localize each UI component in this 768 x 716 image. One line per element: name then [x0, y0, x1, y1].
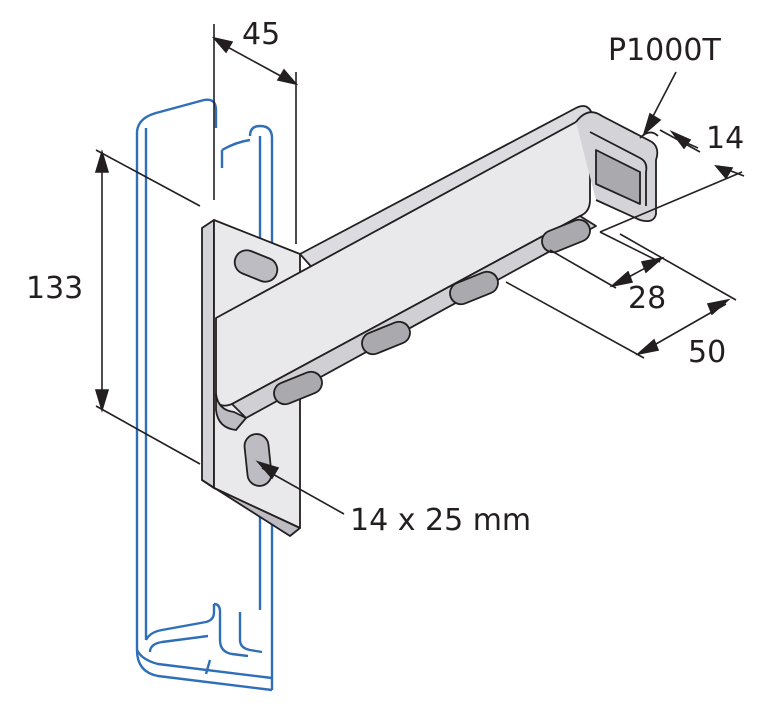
label-flange-lip: 14 [706, 121, 744, 156]
slot-1 [273, 370, 323, 406]
label-height: 133 [26, 271, 83, 306]
slot-3 [449, 270, 499, 306]
dimension-lines [94, 24, 745, 515]
label-channel-width: 45 [242, 17, 280, 52]
label-product-code: P1000T [608, 33, 721, 68]
plate-holes [233, 249, 279, 487]
bracket-arm [215, 105, 659, 431]
slot-4 [541, 218, 591, 254]
label-slot-length: 28 [628, 281, 666, 316]
plate-hole-top [233, 249, 279, 283]
slot-2 [361, 320, 411, 356]
label-slot-pitch: 50 [688, 335, 726, 370]
label-hole-size: 14 x 25 mm [350, 503, 531, 538]
dimension-labels: P1000T 45 14 133 28 50 14 x 25 mm [26, 17, 744, 538]
arm-slots [273, 218, 591, 406]
plate-hole-bottom [243, 433, 273, 487]
